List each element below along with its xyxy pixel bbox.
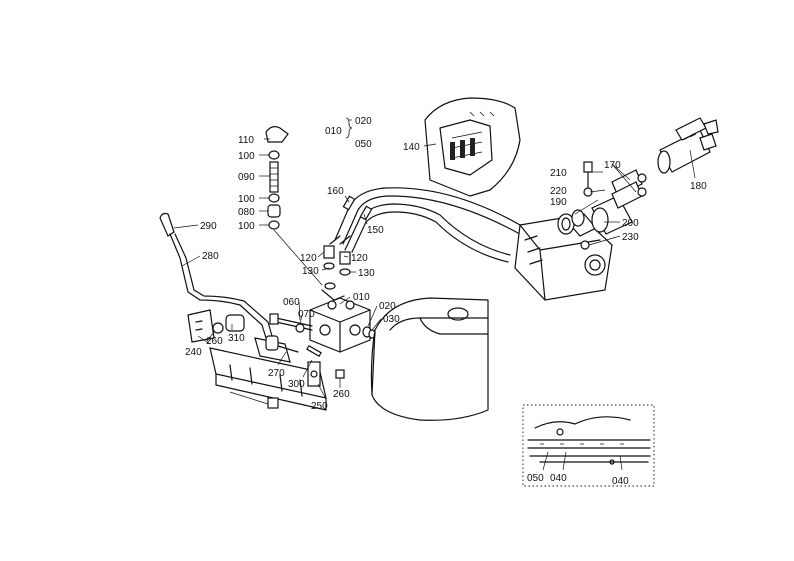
label-inset-040-a: 040: [550, 473, 567, 484]
bolt-060-070: [269, 313, 313, 333]
label-200: 200: [622, 218, 639, 229]
label-100-a: 100: [238, 151, 255, 162]
label-030: 030: [383, 314, 400, 325]
fittings-120-130: [323, 245, 351, 290]
label-160: 160: [327, 186, 344, 197]
label-270: 270: [268, 368, 285, 379]
label-300: 300: [288, 379, 305, 390]
label-010-top: 010: [325, 126, 342, 137]
label-100-c: 100: [238, 221, 255, 232]
label-290: 290: [200, 221, 217, 232]
rear-valve-group: [514, 161, 647, 301]
label-020: 020: [379, 301, 396, 312]
label-310: 310: [228, 333, 245, 344]
label-230: 230: [622, 232, 639, 243]
label-070: 070: [298, 309, 315, 320]
label-250: 250: [311, 401, 328, 412]
control-lever: [159, 212, 273, 339]
label-260-a: 260: [206, 336, 223, 347]
label-100-b: 100: [238, 194, 255, 205]
label-080: 080: [238, 207, 255, 218]
label-020-top: 020: [355, 116, 372, 127]
label-050-top: 050: [355, 139, 372, 150]
label-220: 220: [550, 186, 567, 197]
part-number-labels: 110 100 090 100 080 100 010 020 050 140 …: [185, 116, 707, 487]
label-060: 060: [283, 297, 300, 308]
label-170: 170: [604, 160, 621, 171]
leader-lines: [173, 117, 696, 405]
label-130-a: 130: [302, 266, 319, 277]
label-120-a: 120: [300, 253, 317, 264]
quick-couplers: [657, 117, 719, 174]
label-210: 210: [550, 168, 567, 179]
hydraulic-hoses: [329, 187, 551, 263]
label-260-b: 260: [333, 389, 350, 400]
fender-seat-outline: [424, 97, 521, 197]
label-280: 280: [202, 251, 219, 262]
label-130-b: 130: [358, 268, 375, 279]
label-240: 240: [185, 347, 202, 358]
label-inset-050: 050: [527, 473, 544, 484]
label-150: 150: [367, 225, 384, 236]
control-valve: [309, 289, 376, 353]
label-140: 140: [403, 142, 420, 153]
label-180: 180: [690, 181, 707, 192]
label-010-main: 010: [353, 292, 370, 303]
label-inset-040-b: 040: [612, 476, 629, 487]
hydraulic-tank: [370, 297, 489, 421]
label-190: 190: [550, 197, 567, 208]
detail-inset: [522, 404, 655, 487]
label-090: 090: [238, 172, 255, 183]
label-110: 110: [238, 135, 254, 146]
label-120-b: 120: [351, 253, 368, 264]
lever-bracket-assembly: [187, 309, 345, 411]
